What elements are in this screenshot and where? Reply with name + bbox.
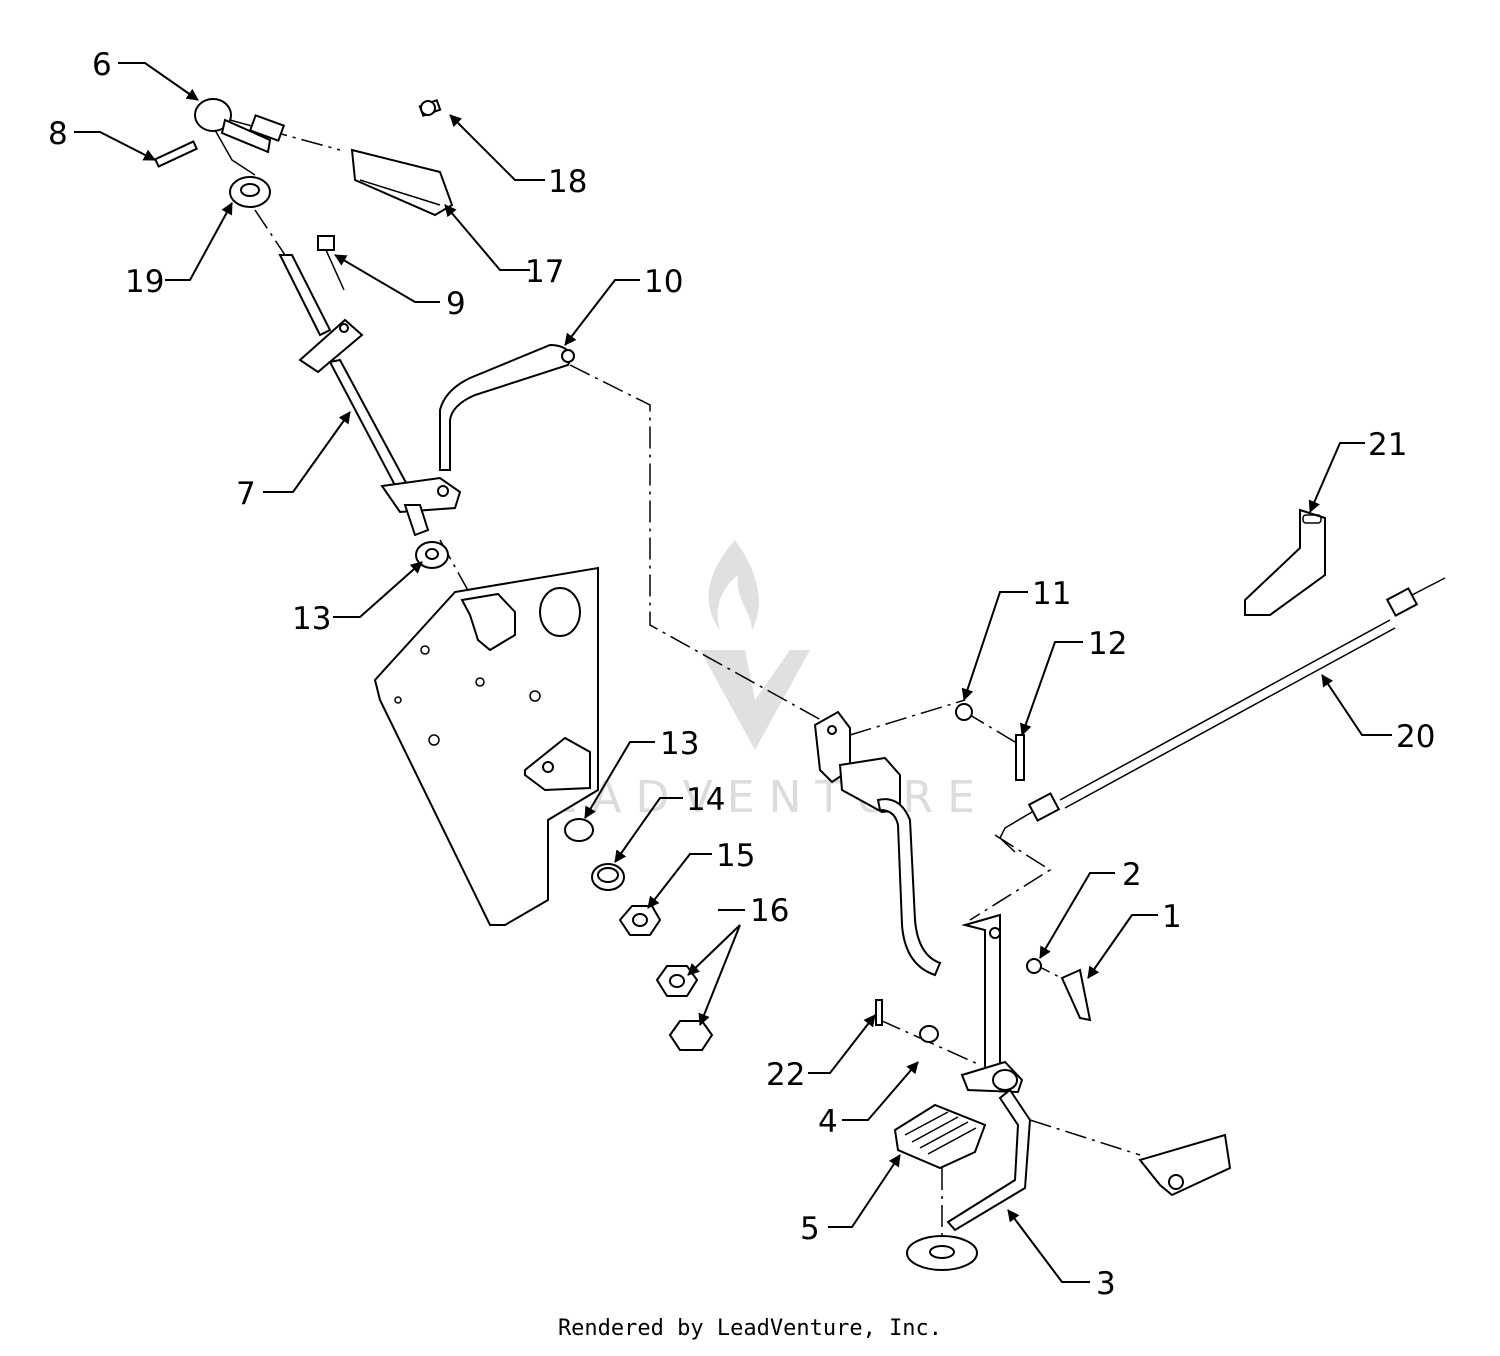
callout-7: 7	[236, 476, 256, 512]
part-13-washer-lower	[564, 818, 594, 842]
callout-17: 17	[525, 254, 564, 290]
callout-16: 16	[750, 893, 789, 929]
part-17-handle-grip	[350, 148, 454, 217]
part-12-cotter-pin	[1015, 734, 1025, 781]
part-13-washer-upper	[415, 541, 449, 569]
callout-22: 22	[766, 1057, 805, 1093]
callout-9: 9	[446, 286, 466, 322]
part-2-washer	[1026, 958, 1042, 974]
callout-leaders	[74, 62, 1392, 1283]
callout-2: 2	[1122, 857, 1142, 893]
callout-8: 8	[48, 116, 68, 152]
part-11-washer	[955, 703, 973, 721]
part-14-spring-washer	[591, 863, 625, 891]
callout-labels: 6 8 18 17 19 9 10 7 13 13 14 15 16 11 12…	[48, 47, 1435, 1302]
callout-10: 10	[644, 264, 683, 300]
part-8-pin	[153, 140, 199, 168]
part-5-pedal-pad	[893, 1103, 987, 1170]
callout-12: 12	[1088, 626, 1127, 662]
callout-19: 19	[125, 264, 164, 300]
part-3-pedal-lever	[906, 913, 1032, 1271]
part-9-bolt	[317, 235, 345, 291]
callout-21: 21	[1368, 427, 1407, 463]
part-20-control-cable	[999, 577, 1446, 853]
part-19-grommet	[229, 176, 271, 208]
part-15-nut	[618, 905, 662, 936]
callout-6: 6	[92, 47, 112, 83]
part-16-nuts	[655, 965, 714, 1051]
callout-14: 14	[686, 782, 725, 818]
callout-11: 11	[1032, 576, 1071, 612]
pivot-bracket	[813, 710, 942, 977]
part-7-shift-lever	[278, 254, 462, 537]
callout-13-upper: 13	[292, 601, 331, 637]
callout-13-lower: 13	[660, 726, 699, 762]
part-6-ball-joint	[194, 98, 286, 176]
part-10-rod	[439, 343, 575, 471]
watermark-logo	[700, 540, 810, 750]
callout-20: 20	[1396, 719, 1435, 755]
part-21-cable-bracket	[1244, 508, 1326, 616]
pivot-link	[1138, 1133, 1232, 1197]
mounting-plate	[373, 566, 599, 926]
callout-3: 3	[1096, 1266, 1116, 1302]
callout-1: 1	[1162, 899, 1182, 935]
callout-18: 18	[548, 164, 587, 200]
footer-credit: Rendered by LeadVenture, Inc.	[557, 1316, 943, 1341]
part-22-cotter-pin	[875, 999, 883, 1026]
callout-5: 5	[800, 1211, 820, 1247]
callout-15: 15	[716, 838, 755, 874]
part-1-hairpin-clip	[1060, 968, 1092, 1022]
part-18-screw	[418, 98, 442, 118]
callout-4: 4	[818, 1104, 838, 1140]
part-4-washer	[919, 1025, 939, 1043]
